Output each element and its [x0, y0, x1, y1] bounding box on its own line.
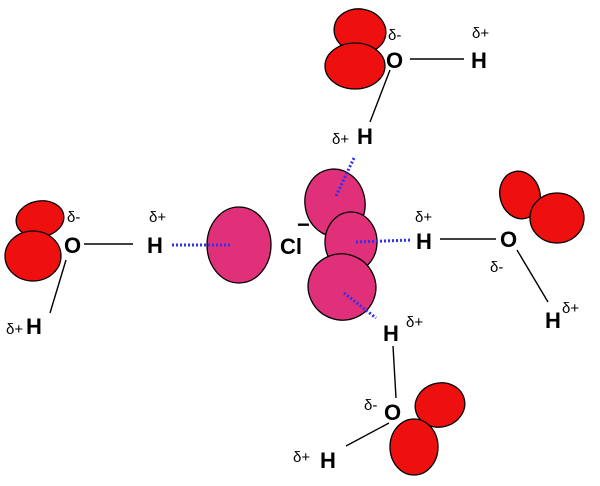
o-h-bond: [49, 259, 67, 314]
delta-minus-label: δ-: [490, 259, 503, 276]
oxygen-lobe: [529, 192, 585, 244]
water-right: O δ- H δ+ H δ+: [415, 170, 585, 333]
chloride-symbol: Cl: [280, 234, 302, 259]
delta-plus-label: δ+: [562, 300, 579, 317]
delta-minus-label: δ-: [67, 209, 80, 226]
oxygen-label: O: [500, 227, 517, 252]
delta-minus-label: δ-: [364, 397, 377, 414]
oxygen-lobe: [414, 382, 466, 428]
delta-minus-label: δ-: [388, 27, 401, 44]
delta-plus-label: δ+: [293, 449, 310, 466]
hydrogen-label: H: [471, 48, 487, 73]
oxygen-lobe: [389, 418, 439, 476]
oxygen-label: O: [386, 48, 403, 73]
o-h-bond: [516, 249, 549, 303]
o-h-bond: [345, 422, 390, 447]
water-left: O δ- H δ+ δ+ H: [4, 200, 166, 339]
hydrogen-bond-top: [334, 157, 356, 197]
oxygen-label: O: [64, 233, 81, 258]
hydrogen-label: H: [545, 308, 561, 333]
oxygen-label: O: [384, 400, 401, 425]
oxygen-lobe: [4, 230, 62, 282]
chloride-lobe-bottom: [307, 253, 377, 321]
delta-plus-label: δ+: [472, 25, 489, 42]
hydrogen-label: H: [416, 229, 432, 254]
hydrogen-bonds: [172, 157, 413, 320]
chloride-lobe-left: [206, 206, 272, 284]
delta-plus-label: δ+: [415, 209, 432, 226]
delta-plus-label: δ+: [406, 314, 423, 331]
water-top: O δ- H δ+ δ+ H: [324, 8, 489, 149]
delta-plus-label: δ+: [6, 321, 23, 338]
chloride-charge: −: [297, 212, 310, 237]
oxygen-lobe: [499, 170, 541, 220]
water-bottom: O δ- H δ+ δ+ H: [293, 314, 466, 476]
o-h-bond: [392, 345, 397, 399]
delta-plus-label: δ+: [332, 131, 349, 148]
o-h-bond: [369, 69, 391, 123]
hydrogen-label: H: [147, 233, 163, 258]
chloride-lobes: [206, 168, 378, 321]
hydrogen-label: H: [357, 124, 373, 149]
hydrogen-label: H: [383, 321, 399, 346]
hydrogen-bond-right: [355, 238, 413, 244]
delta-plus-label: δ+: [149, 209, 166, 226]
hydrogen-label: H: [320, 448, 336, 473]
oxygen-lobe: [324, 42, 386, 90]
hydrogen-bond-bottom: [343, 291, 377, 320]
hydrogen-label: H: [26, 314, 42, 339]
